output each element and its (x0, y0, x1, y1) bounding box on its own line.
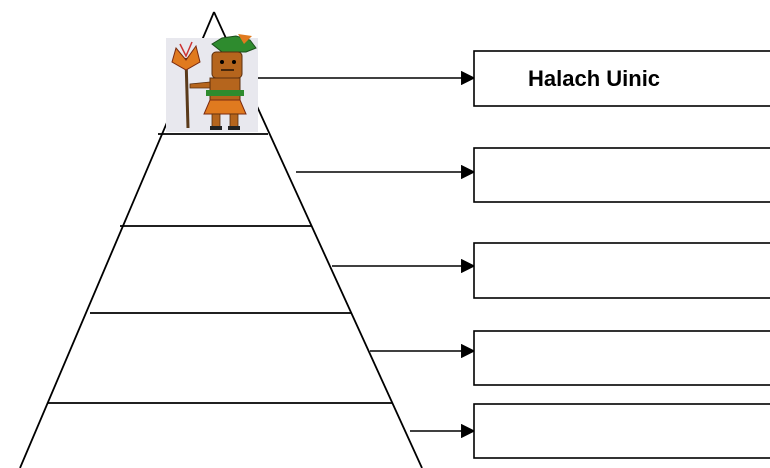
level-box-5 (473, 403, 770, 459)
level-box-2 (473, 147, 770, 203)
level-box-3 (473, 242, 770, 299)
level-box-4 (473, 330, 770, 386)
level-boxes (473, 50, 770, 459)
level-box-1-label: Halach Uinic (528, 66, 660, 91)
level-arrows (258, 70, 476, 439)
pyramid-tier-dividers (48, 133, 392, 404)
maya-ruler-figure-icon (166, 34, 258, 132)
level-box-1 (473, 50, 770, 107)
